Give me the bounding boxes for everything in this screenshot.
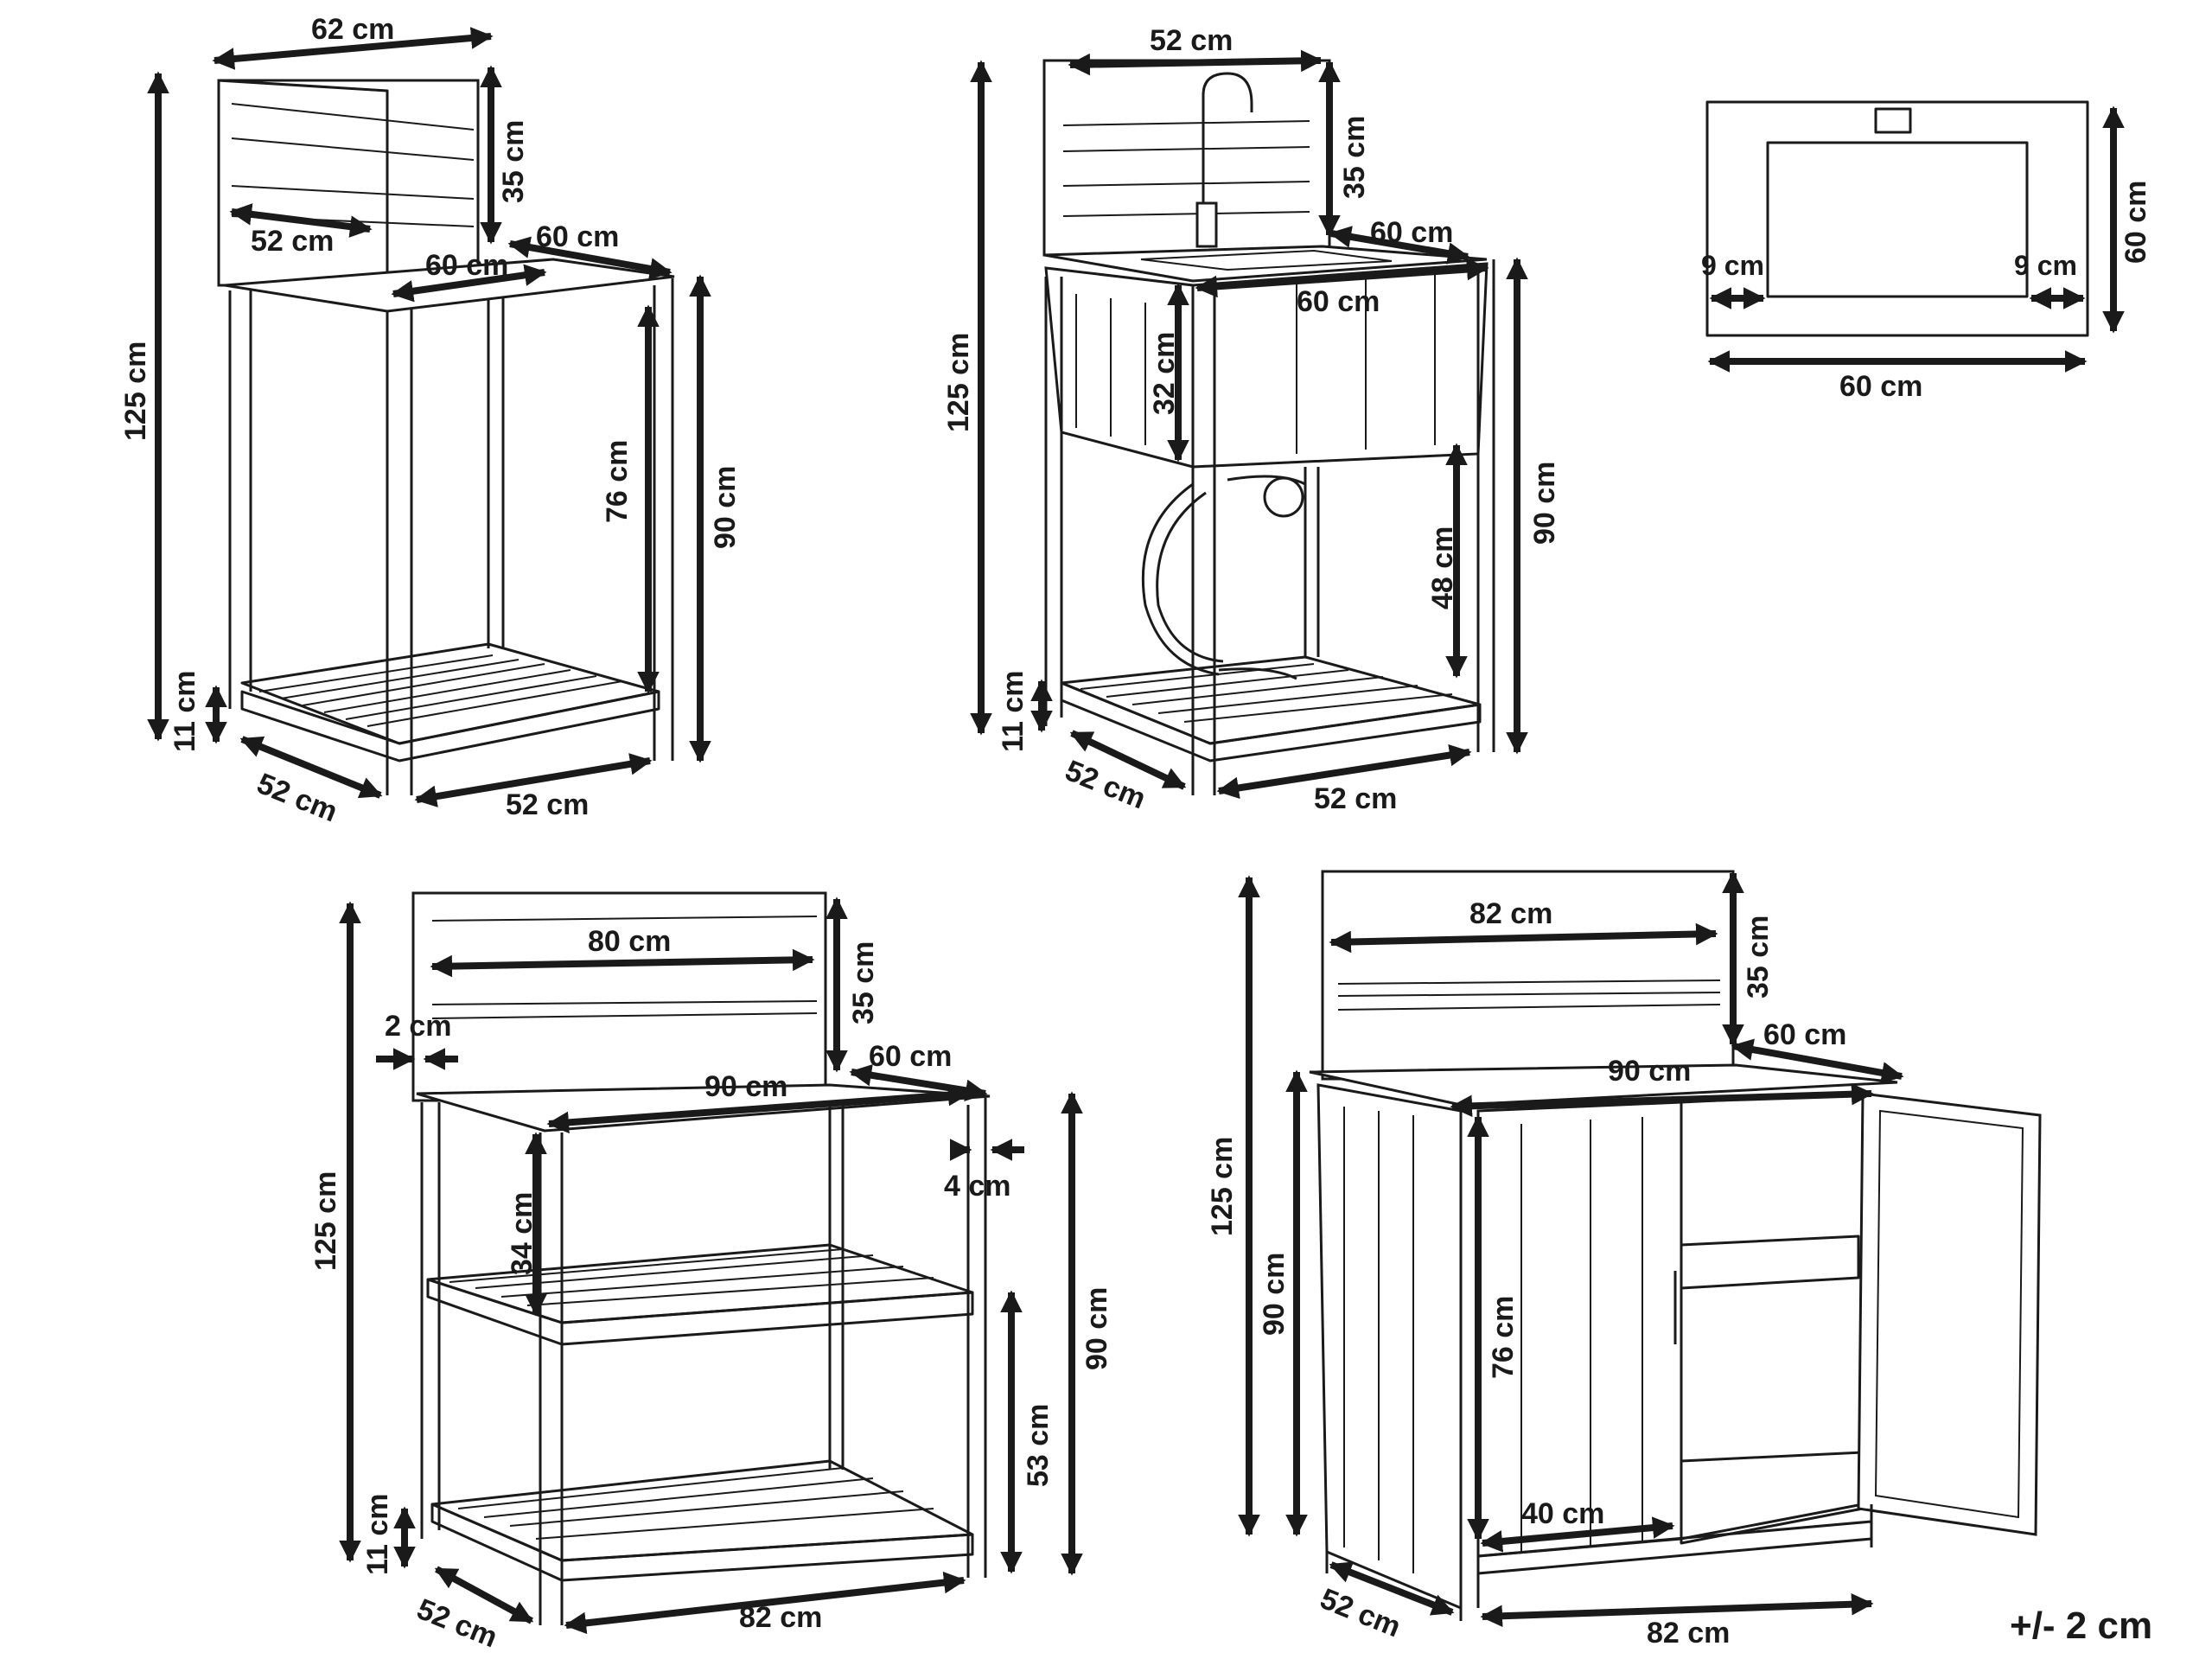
label-c-shelf-height: 11 cm <box>361 1493 394 1575</box>
dim-b-top-depth <box>1329 226 1470 265</box>
label-plan-width: 60 cm <box>1839 370 1922 403</box>
label-a-back-width: 62 cm <box>311 13 394 46</box>
label-b-top-depth: 60 cm <box>1370 216 1453 249</box>
dim-b-base-width <box>1216 743 1472 800</box>
label-b-total-height: 125 cm <box>942 333 975 432</box>
unit-a-drawing <box>217 79 675 795</box>
label-b-top-width: 60 cm <box>1297 285 1380 318</box>
label-d-base-width: 82 cm <box>1647 1617 1730 1649</box>
label-b-counter-height: 90 cm <box>1528 462 1561 545</box>
label-a-top-width: 60 cm <box>425 249 508 282</box>
label-a-counter-height: 90 cm <box>709 466 742 549</box>
label-b-base-width: 52 cm <box>1314 782 1397 815</box>
dim-c-top-width <box>546 1083 971 1134</box>
label-a-base-width: 52 cm <box>506 788 589 821</box>
dim-a-top-width <box>391 264 547 303</box>
label-plan-height: 60 cm <box>2120 181 2152 264</box>
dim-a-top-depth <box>507 236 673 280</box>
tolerance-note: +/- 2 cm <box>2010 1605 2152 1647</box>
label-c-shelf-gap: 34 cm <box>506 1192 539 1275</box>
sink-plan-drawing <box>1705 100 2089 337</box>
label-d-back-height: 35 cm <box>1742 916 1775 999</box>
label-d-inner-width: 40 cm <box>1521 1497 1604 1530</box>
unit-c-dimensions: 80 cm 35 cm 2 cm 60 cm 90 cm 4 cm 125 cm… <box>309 896 1113 1655</box>
label-d-counter-height: 90 cm <box>1258 1253 1291 1336</box>
label-a-shelf-height: 11 cm <box>169 670 201 752</box>
label-b-under-height: 48 cm <box>1426 526 1459 609</box>
label-d-back-width: 82 cm <box>1469 897 1552 930</box>
label-a-back-height: 35 cm <box>497 120 530 203</box>
drain-hose-icon <box>1141 482 1220 676</box>
label-c-back-thickness: 2 cm <box>385 1010 452 1043</box>
label-c-top-overhang: 4 cm <box>944 1170 1011 1203</box>
drain-trap-icon <box>1263 476 1304 518</box>
label-c-back-width: 80 cm <box>588 925 671 958</box>
label-a-total-height: 125 cm <box>119 341 152 441</box>
label-c-top-depth: 60 cm <box>869 1040 952 1073</box>
dim-d-top-depth <box>1731 1038 1904 1084</box>
dim-a-back-inner <box>229 203 373 238</box>
label-d-door-height: 76 cm <box>1487 1296 1520 1379</box>
unit-a-dimensions: 62 cm 125 cm 35 cm 52 cm 60 cm 60 cm 76 … <box>119 13 742 829</box>
unit-b-drawing <box>1042 59 1495 795</box>
unit-c-drawing <box>411 891 991 1625</box>
label-b-sink-depth: 32 cm <box>1148 332 1181 415</box>
label-c-total-height: 125 cm <box>309 1171 342 1271</box>
label-c-top-width: 90 cm <box>704 1070 787 1103</box>
dim-d-base-depth <box>1329 1561 1455 1616</box>
dim-a-back-width <box>212 27 494 70</box>
dim-b-back-width <box>1068 49 1323 76</box>
label-d-top-width: 90 cm <box>1608 1055 1691 1088</box>
dim-c-base-depth <box>434 1566 534 1624</box>
label-c-base-depth: 52 cm <box>412 1592 502 1654</box>
label-d-total-height: 125 cm <box>1206 1137 1239 1236</box>
label-c-back-height: 35 cm <box>847 941 880 1024</box>
label-a-back-inner: 52 cm <box>251 225 334 258</box>
dim-d-inner-width <box>1480 1516 1675 1553</box>
label-a-leg-height: 76 cm <box>601 440 634 523</box>
dim-c-base-width <box>564 1571 966 1635</box>
dim-a-base-width <box>414 753 653 807</box>
dim-d-base-width <box>1480 1592 1874 1628</box>
dim-d-back-width <box>1329 922 1718 954</box>
dim-d-top-width <box>1450 1082 1874 1118</box>
label-c-counter-height: 90 cm <box>1081 1287 1113 1370</box>
label-c-lower-height: 53 cm <box>1022 1404 1055 1487</box>
dim-b-top-width <box>1195 258 1489 298</box>
dim-c-back-width <box>430 948 815 978</box>
unit-d-drawing <box>1309 870 2042 1621</box>
dim-b-base-depth <box>1069 730 1187 790</box>
dim-a-base-depth <box>239 736 383 799</box>
label-c-base-width: 82 cm <box>739 1601 822 1634</box>
sink-plan-dimensions: 60 cm 9 cm 9 cm 60 cm <box>1701 105 2152 403</box>
label-plan-margin-right: 9 cm <box>2014 250 2077 281</box>
label-b-shelf-height: 11 cm <box>997 670 1030 752</box>
label-d-top-depth: 60 cm <box>1763 1018 1846 1051</box>
label-a-top-depth: 60 cm <box>536 220 619 253</box>
label-b-back-height: 35 cm <box>1338 116 1371 199</box>
label-plan-margin-left: 9 cm <box>1701 250 1764 281</box>
label-b-back-width: 52 cm <box>1150 24 1233 57</box>
